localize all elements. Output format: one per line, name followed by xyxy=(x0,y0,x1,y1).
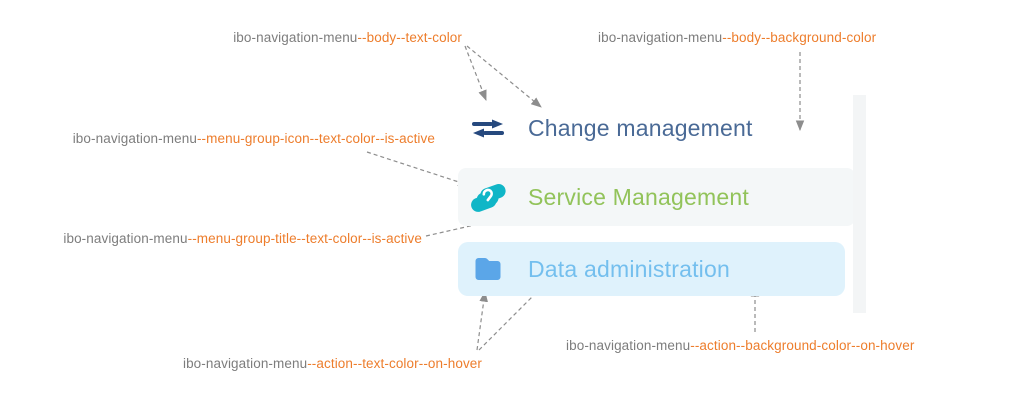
token-name: --body--text-color xyxy=(357,30,462,45)
token-label-menu-group-title-text-color-is-active: ibo-navigation-menu--menu-group-title--t… xyxy=(63,231,422,247)
token-prefix: ibo-navigation-menu xyxy=(63,231,188,246)
token-name: --menu-group-title--text-color--is-activ… xyxy=(187,231,422,246)
menu-scrollbar-track[interactable] xyxy=(853,95,866,313)
arrow-body-text-to-icon xyxy=(464,45,487,102)
token-prefix: ibo-navigation-menu xyxy=(566,338,691,353)
token-prefix: ibo-navigation-menu xyxy=(598,30,723,45)
menu-action-title: Data administration xyxy=(528,255,730,282)
handshake-icon xyxy=(466,180,510,214)
menu-group-service-management[interactable]: Service Management xyxy=(458,168,855,226)
arrow-group-icon-active xyxy=(366,151,470,187)
menu-group-change-management[interactable]: Change management xyxy=(458,103,855,153)
arrow-body-text-to-title xyxy=(466,45,542,108)
token-prefix: ibo-navigation-menu xyxy=(72,131,197,146)
folder-icon xyxy=(466,256,510,282)
token-name: --action--text-color--on-hover xyxy=(307,356,482,371)
token-prefix: ibo-navigation-menu xyxy=(233,30,358,45)
menu-action-data-administration[interactable]: Data administration xyxy=(458,242,845,296)
token-label-action-background-color-on-hover: ibo-navigation-menu--action--background-… xyxy=(566,338,914,354)
token-label-menu-group-icon-text-color-is-active: ibo-navigation-menu--menu-group-icon--te… xyxy=(73,131,435,147)
token-prefix: ibo-navigation-menu xyxy=(182,356,308,371)
arrow-action-text-to-icon xyxy=(476,290,488,351)
menu-group-title: Service Management xyxy=(528,183,749,210)
token-label-body-background-color: ibo-navigation-menu--body--background-co… xyxy=(598,30,876,46)
swap-arrows-icon xyxy=(466,118,510,139)
token-label-action-text-color-on-hover: ibo-navigation-menu--action--text-color-… xyxy=(183,356,482,372)
token-name: --body--background-color xyxy=(722,30,877,45)
token-name: --menu-group-icon--text-color--is-active xyxy=(196,131,435,146)
token-name: --action--background-color--on-hover xyxy=(690,338,915,353)
token-label-body-text-color: ibo-navigation-menu--body--text-color xyxy=(233,30,462,46)
menu-group-title: Change management xyxy=(528,114,753,141)
